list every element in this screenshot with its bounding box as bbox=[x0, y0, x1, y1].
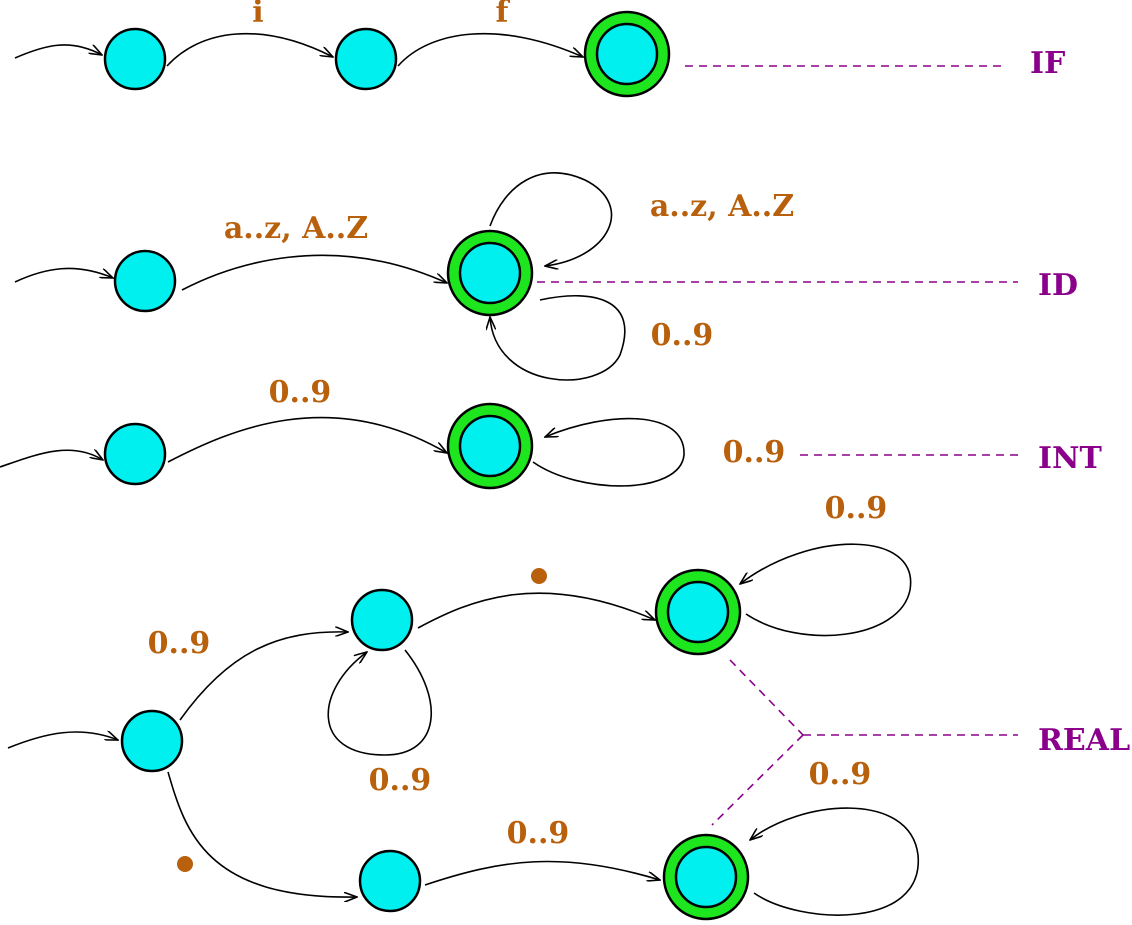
real-token-connector-lower bbox=[711, 734, 804, 826]
if-edge-label-f: f bbox=[496, 0, 511, 30]
id-loop-letters bbox=[489, 172, 613, 266]
real-automaton: 0..9 0..9 0..9 0..9 0..9 REAL bbox=[7, 491, 1130, 921]
if-state-1 bbox=[334, 27, 398, 91]
real-loop-label-lower: 0..9 bbox=[809, 757, 872, 792]
int-state-0 bbox=[103, 422, 167, 486]
id-loop-label-digits: 0..9 bbox=[651, 318, 714, 353]
int-start-arrow bbox=[0, 450, 103, 468]
if-start-arrow bbox=[14, 44, 102, 59]
if-accept-state bbox=[595, 22, 659, 86]
int-token-label: INT bbox=[1038, 441, 1102, 476]
id-token-label: ID bbox=[1038, 268, 1078, 303]
int-automaton: 0..9 0..9 INT bbox=[0, 375, 1102, 490]
real-loop-int-digits bbox=[327, 649, 433, 756]
real-edge-frac-digits bbox=[424, 860, 660, 886]
if-edge-label-i: i bbox=[252, 0, 263, 30]
real-dot-label-lower bbox=[177, 856, 193, 872]
real-loop-label-int: 0..9 bbox=[369, 763, 432, 798]
real-loop-upper-digits bbox=[740, 543, 912, 637]
real-loop-lower-digits bbox=[750, 807, 919, 916]
real-dot-label-upper bbox=[531, 568, 547, 584]
real-accept-upper-state bbox=[666, 580, 730, 644]
id-automaton: a..z, A..Z a..z, A..Z 0..9 ID bbox=[14, 172, 1078, 381]
real-edge-int-dot bbox=[417, 592, 655, 629]
id-loop-label-letters: a..z, A..Z bbox=[650, 189, 794, 224]
real-edge-label-frac: 0..9 bbox=[507, 816, 570, 851]
if-automaton: i f IF bbox=[14, 0, 1065, 98]
int-loop-label-digits: 0..9 bbox=[723, 435, 786, 470]
id-state-0 bbox=[113, 249, 177, 313]
real-start-arrow bbox=[7, 732, 118, 749]
real-state-frac bbox=[358, 849, 422, 913]
id-start-arrow bbox=[14, 267, 113, 283]
real-edge-start-to-int bbox=[179, 632, 348, 721]
real-state-int bbox=[350, 588, 414, 652]
if-edge-i bbox=[166, 32, 333, 67]
real-edge-label-int: 0..9 bbox=[148, 626, 211, 661]
if-token-label: IF bbox=[1030, 46, 1065, 81]
id-accept-state bbox=[458, 241, 522, 305]
id-edge-letters bbox=[181, 254, 447, 291]
int-edge-digits bbox=[167, 416, 447, 463]
real-edge-start-dot bbox=[167, 771, 357, 897]
real-state-0 bbox=[120, 709, 184, 773]
real-token-label: REAL bbox=[1038, 723, 1130, 758]
id-loop-digits bbox=[490, 294, 626, 381]
if-state-0 bbox=[103, 27, 167, 91]
real-loop-label-upper: 0..9 bbox=[825, 491, 888, 526]
int-loop-digits bbox=[532, 417, 685, 487]
real-token-connector-upper bbox=[729, 659, 804, 736]
id-edge-label-letters: a..z, A..Z bbox=[224, 211, 368, 246]
int-accept-state bbox=[458, 414, 522, 478]
if-edge-f bbox=[397, 32, 583, 67]
int-edge-label-digits: 0..9 bbox=[269, 375, 332, 410]
real-accept-lower-state bbox=[674, 845, 738, 909]
